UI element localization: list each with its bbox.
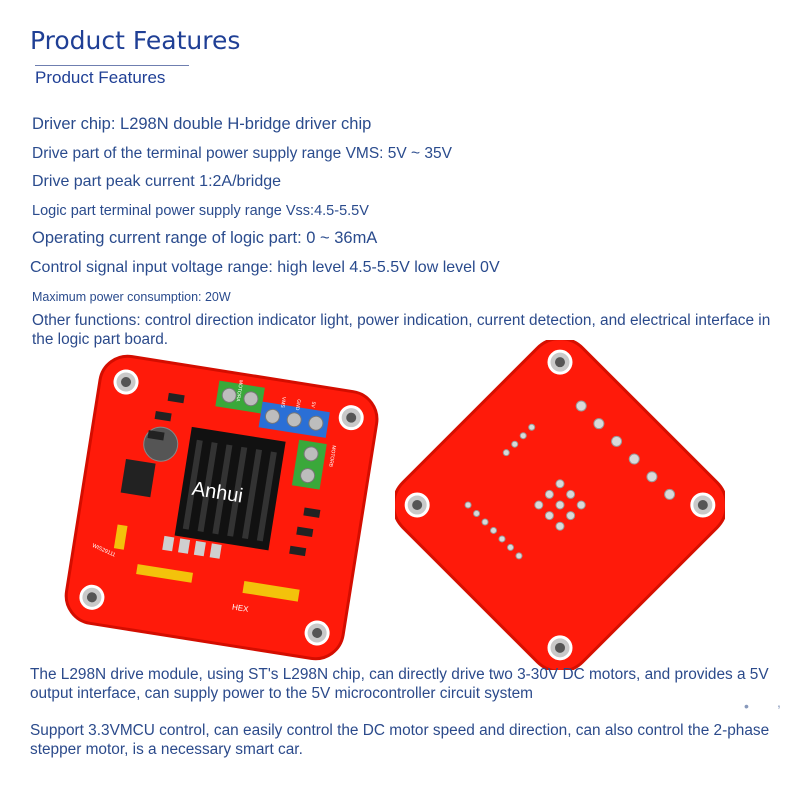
board-label-hex: HEX <box>231 602 249 614</box>
feature-driver-chip: Driver chip: L298N double H-bridge drive… <box>32 115 372 133</box>
terminal-label-motora: MOTORA <box>234 379 243 402</box>
terminal-block-icon <box>215 380 330 490</box>
feature-max-power: Maximum power consumption: 20W <box>32 290 231 304</box>
mounting-hole-icon <box>79 369 364 646</box>
board-front-photo: Anhui MOTORA VMS GND 5V MOTORB HEX WIS29… <box>64 354 379 661</box>
feature-logic-current: Operating current range of logic part: 0… <box>32 229 378 247</box>
jumper-icon <box>113 524 128 550</box>
page-subtitle: Product Features <box>35 68 166 87</box>
pin-header-icon-2 <box>242 580 300 602</box>
terminal-label-gnd: GND <box>294 399 302 411</box>
description-paragraph-2: Support 3.3VMCU control, can easily cont… <box>30 722 770 758</box>
board-back-photo <box>395 340 725 670</box>
feature-other-functions: Other functions: control direction indic… <box>32 312 771 348</box>
regulator-icon <box>120 458 156 498</box>
subtitle-rule <box>35 65 189 66</box>
feature-input-voltage: Control signal input voltage range: high… <box>30 259 500 276</box>
mounting-hole-icon-back <box>404 349 716 661</box>
feature-vms-range: Drive part of the terminal power supply … <box>32 145 452 162</box>
terminal-label-motorb: MOTORB <box>327 445 336 468</box>
solder-pad-icon <box>464 400 676 560</box>
terminal-label-5v: 5V <box>309 401 316 409</box>
feature-vss-range: Logic part terminal power supply range V… <box>32 203 369 219</box>
feature-peak-current: Drive part peak current 1:2A/bridge <box>32 173 282 190</box>
pin-header-icon <box>136 564 193 583</box>
page-title: Product Features <box>30 26 241 55</box>
terminal-label-vms: VMS <box>279 396 287 408</box>
stray-comma: , <box>777 694 781 710</box>
stray-mark: • <box>744 698 749 714</box>
description-paragraph-1: The L298N drive module, using ST's L298N… <box>30 666 769 702</box>
